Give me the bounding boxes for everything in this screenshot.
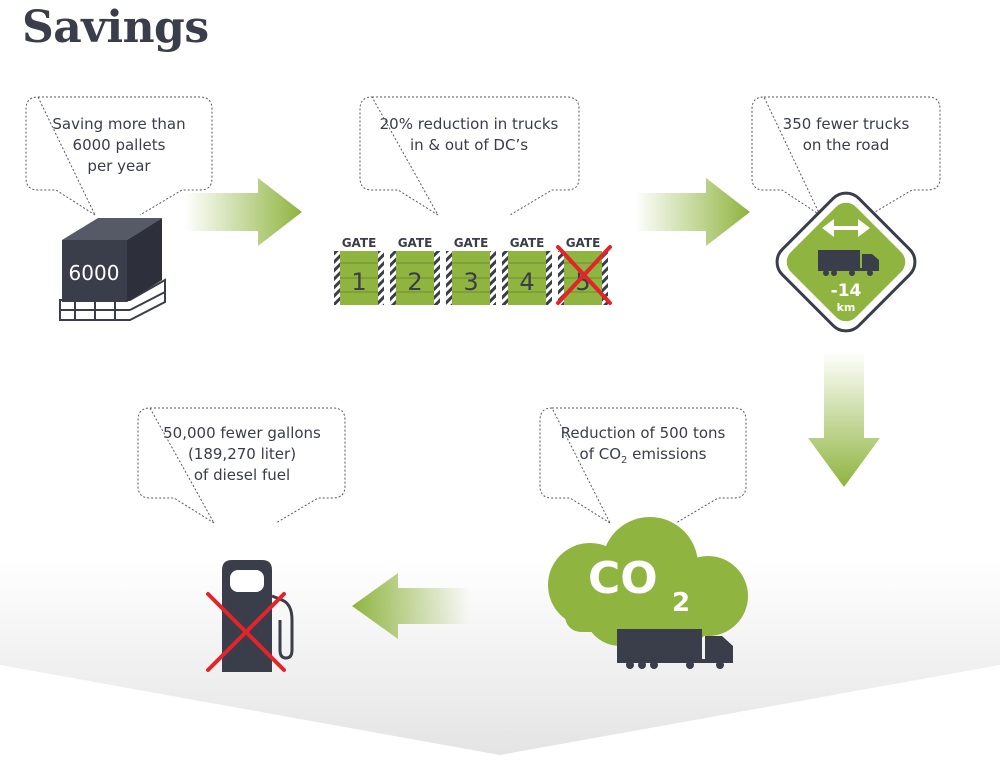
gate-label: GATE: [510, 236, 545, 250]
cross-icon: [556, 245, 612, 305]
gate-label: GATE: [566, 236, 601, 250]
bubble-line: 350 fewer trucks: [782, 115, 910, 133]
gate-number: 4: [519, 268, 534, 296]
gate-number: 1: [351, 268, 366, 296]
bubble-line: 6000 pallets: [72, 136, 166, 154]
co2-text: of CO: [579, 445, 622, 463]
bubble-line: 20% reduction in trucks: [379, 115, 559, 133]
road-sign-icon: -14 km: [775, 191, 917, 333]
bubble-line: Reduction of 500 tons: [560, 424, 726, 442]
co2-label: CO: [588, 553, 658, 604]
truck-icon: [617, 629, 733, 669]
bubble-line: on the road: [802, 136, 890, 154]
co2-subscript: 2: [621, 455, 628, 466]
page-title: Savings: [22, 2, 209, 53]
flow-arrow-left: [352, 573, 470, 639]
gate-number: 2: [407, 268, 422, 296]
pallet-count: 6000: [69, 261, 120, 285]
speech-bubbles: [25, 96, 941, 525]
bubble-line: (189,270 liter): [187, 445, 297, 463]
co2-cloud-icon: CO 2: [548, 517, 748, 669]
gate-number: 3: [463, 268, 478, 296]
double-arrow-icon: [822, 219, 870, 237]
gate-5-removed: GATE 5: [556, 236, 612, 305]
gate-2: GATE 2: [390, 236, 440, 305]
gate-label: GATE: [454, 236, 489, 250]
bubble-trucks-dc: [359, 96, 580, 216]
bubble-line: per year: [87, 157, 151, 175]
flow-arrow-right-1: [185, 178, 302, 246]
fuel-pump-icon: [206, 560, 294, 672]
bubble-line: 50,000 fewer gallons: [163, 424, 321, 442]
flow-arrow-right-2: [635, 178, 750, 246]
flow-arrow-down: [808, 352, 880, 487]
gate-label: GATE: [342, 236, 377, 250]
bubble-text-trucks-dc: 20% reduction in trucks in & out of DC’s: [358, 114, 580, 156]
bubble-text-pallets: Saving more than 6000 pallets per year: [28, 114, 210, 177]
bubble-text-diesel: 50,000 fewer gallons (189,270 liter) of …: [138, 423, 346, 486]
bubble-line: Saving more than: [52, 115, 186, 133]
pallet-box-icon: 6000: [59, 218, 166, 321]
gates-group: GATE 1 GATE 2 GATE 3: [334, 236, 612, 305]
bubble-pallets: [25, 96, 213, 217]
bubble-line: of diesel fuel: [193, 466, 291, 484]
distance-unit: km: [837, 301, 856, 314]
bubble-line: of CO2 emissions: [540, 444, 746, 471]
truck-icon: [818, 250, 879, 276]
gate-label: GATE: [398, 236, 433, 250]
emissions-text: emissions: [627, 445, 707, 463]
co2-label-subscript: 2: [672, 588, 690, 618]
bubble-fewer-trucks: [751, 96, 941, 217]
bubble-text-fewer-trucks: 350 fewer trucks on the road: [752, 114, 940, 156]
distance-value: -14: [831, 281, 862, 301]
gate-4: GATE 4: [502, 236, 552, 305]
bubble-line: in & out of DC’s: [409, 136, 529, 154]
gate-3: GATE 3: [446, 236, 496, 305]
bubble-co2: [539, 407, 747, 525]
gate-1: GATE 1: [334, 236, 384, 305]
cross-icon: [206, 592, 286, 672]
gate-number: 5: [575, 268, 590, 296]
bubble-diesel: [137, 407, 346, 524]
bubble-text-co2: Reduction of 500 tons of CO2 emissions: [540, 423, 746, 471]
